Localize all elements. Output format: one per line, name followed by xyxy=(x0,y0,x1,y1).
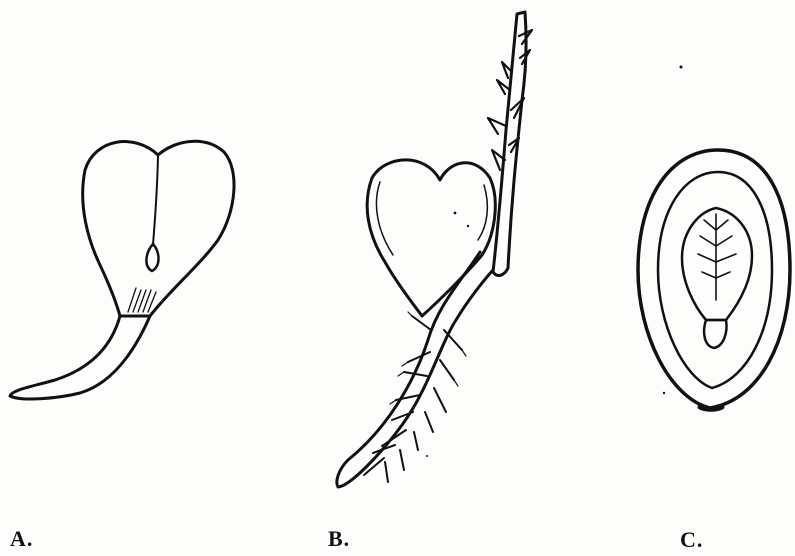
figure-b-label: B. xyxy=(328,526,350,552)
figure-b-cotyledon-inner-left xyxy=(376,182,393,255)
print-specks xyxy=(426,66,683,458)
figure-c-outer-coat xyxy=(638,150,790,408)
figure-c-hilum xyxy=(700,407,722,409)
figure-a-plumule xyxy=(146,244,158,271)
figure-a-radicle-veins xyxy=(128,288,156,312)
figure-b-cotyledon-inner-right xyxy=(478,185,487,240)
figure-b-root-hairs xyxy=(390,312,466,404)
figure-c-label: C. xyxy=(680,527,703,553)
figure-c-seed-section xyxy=(638,150,790,409)
figure-c-radicle-tip xyxy=(704,320,726,348)
figure-b-lateral-roots xyxy=(364,316,462,482)
figure-a-radicle xyxy=(10,316,150,399)
figure-a-label: A. xyxy=(10,526,33,552)
figure-c-inner-coat xyxy=(658,172,772,388)
figure-a-cotyledon-split xyxy=(153,156,158,245)
figure-b-seedling xyxy=(337,12,532,487)
figure-a-seed xyxy=(10,141,234,399)
figure-c-leaf-veins xyxy=(698,214,736,300)
figure-c-embryo-leaf xyxy=(682,208,752,320)
figure-b-main-root xyxy=(337,252,493,487)
